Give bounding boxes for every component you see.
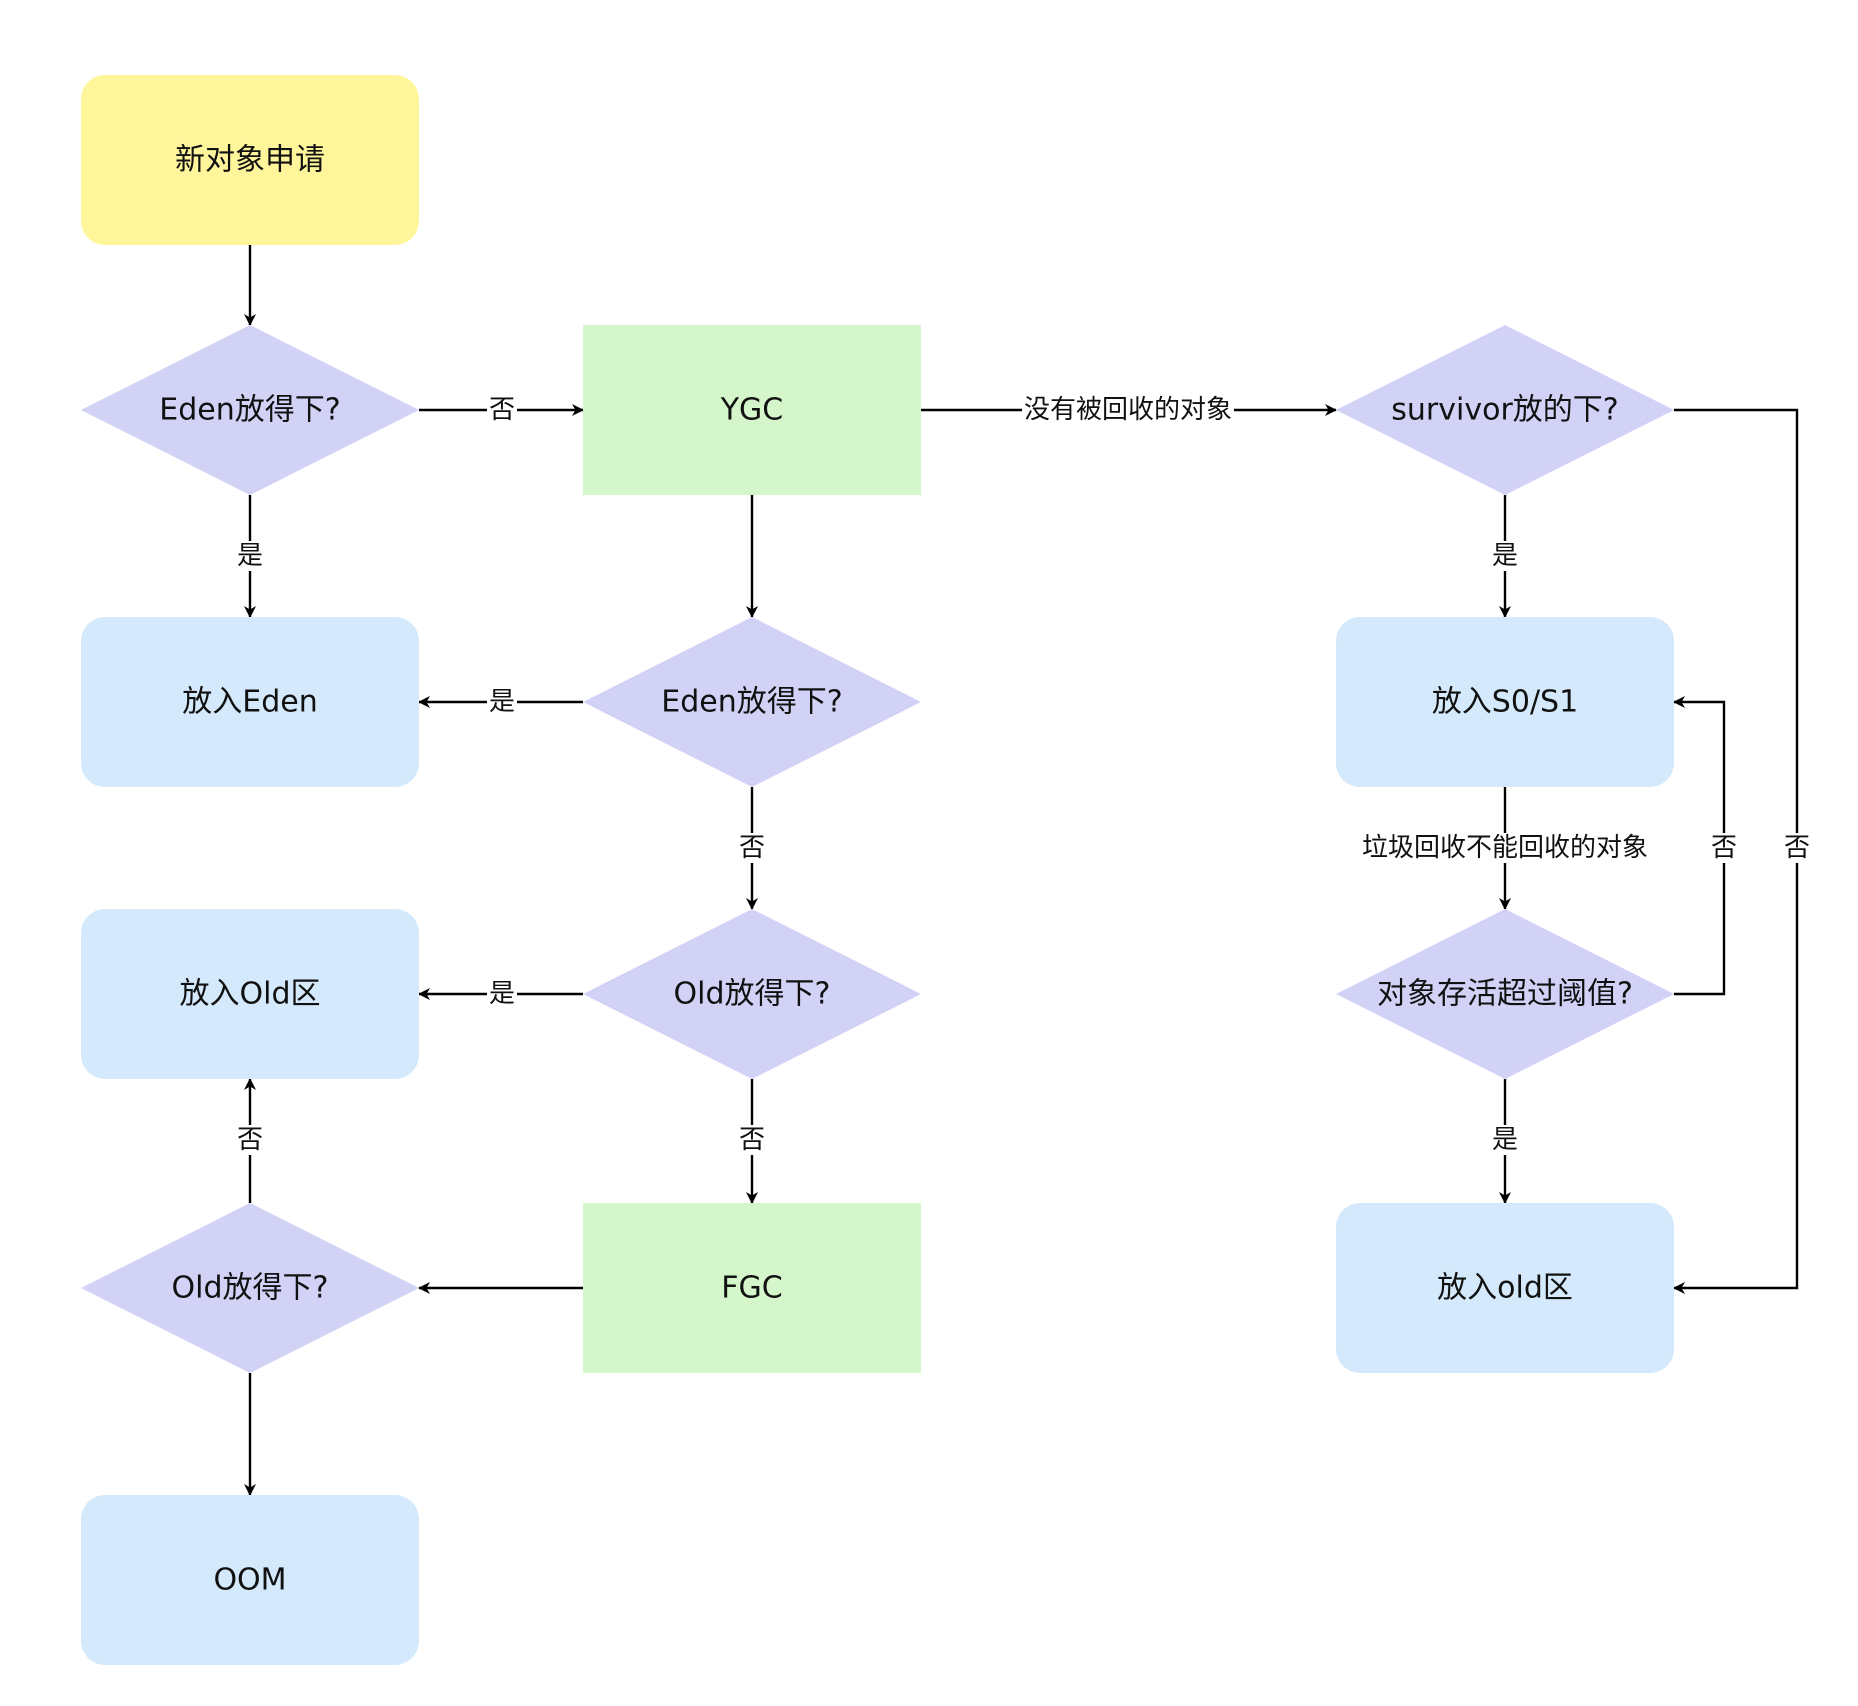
node-d-old2: Old放得下? [81, 1203, 419, 1373]
node-label: 放入old区 [1437, 1271, 1573, 1306]
diamond-shape [583, 909, 921, 1079]
edge-label: 垃圾回收不能回收的对象 [1359, 833, 1651, 863]
edge-label-text: 没有被回收的对象 [1024, 395, 1232, 425]
edge-label: 是 [1489, 541, 1521, 571]
edge-label: 是 [486, 687, 518, 717]
diamond-shape [1336, 909, 1674, 1079]
node-label: Old放得下? [172, 1271, 329, 1306]
edge-label-background [486, 395, 518, 425]
edge-label-text: 否 [1711, 833, 1737, 863]
rounded-rect-shape [1336, 617, 1674, 787]
edge-label-background [234, 1125, 266, 1155]
edge-label: 是 [486, 979, 518, 1009]
edge-label-background [486, 979, 518, 1009]
edge-label-text: 垃圾回收不能回收的对象 [1362, 833, 1648, 863]
edge-label-background [736, 833, 768, 863]
edge-label: 是 [1489, 1125, 1521, 1155]
node-oom: OOM [81, 1495, 419, 1665]
edge-label: 是 [234, 541, 266, 571]
node-label: YGC [720, 393, 784, 428]
rounded-rect-shape [81, 617, 419, 787]
rounded-rect-shape [81, 1495, 419, 1665]
edge-label-text: 是 [1492, 541, 1518, 571]
edge-label-background [1781, 833, 1813, 863]
edge-label-background [1489, 1125, 1521, 1155]
node-label: survivor放的下? [1391, 393, 1618, 428]
node-label: 放入S0/S1 [1432, 685, 1578, 720]
edge-label-background [486, 687, 518, 717]
node-label: Eden放得下? [661, 685, 842, 720]
rect-shape [583, 325, 921, 495]
node-ygc: YGC [583, 325, 921, 495]
rounded-rect-shape [81, 75, 419, 245]
node-label: 放入Eden [182, 685, 317, 720]
edge-label-background [1708, 833, 1740, 863]
node-label: Old放得下? [674, 977, 831, 1012]
edge-label: 否 [736, 833, 768, 863]
edge-label-text: 是 [489, 687, 515, 717]
node-label: 放入Old区 [180, 977, 321, 1012]
node-put-s0s1: 放入S0/S1 [1336, 617, 1674, 787]
edge-label-background [1489, 541, 1521, 571]
node-d-survivor: survivor放的下? [1336, 325, 1674, 495]
node-put-eden: 放入Eden [81, 617, 419, 787]
rect-shape [583, 1203, 921, 1373]
node-label: 对象存活超过阈值? [1377, 977, 1633, 1012]
edge-label-text: 是 [489, 979, 515, 1009]
edge-label: 没有被回收的对象 [1021, 395, 1235, 425]
edge-label-background [234, 541, 266, 571]
node-label: FGC [721, 1271, 782, 1306]
edge-label-background [1021, 395, 1235, 425]
rounded-rect-shape [81, 909, 419, 1079]
node-label: OOM [213, 1563, 286, 1598]
node-label: Eden放得下? [159, 393, 340, 428]
diamond-shape [1336, 325, 1674, 495]
edge-label-background [1359, 833, 1651, 863]
edge-label: 否 [1781, 833, 1813, 863]
node-d-old1: Old放得下? [583, 909, 921, 1079]
edge-label-text: 否 [739, 1125, 765, 1155]
diamond-shape [583, 617, 921, 787]
node-d-eden2: Eden放得下? [583, 617, 921, 787]
diamond-shape [81, 325, 419, 495]
edge-label-text: 否 [489, 395, 515, 425]
node-label: 新对象申请 [175, 143, 325, 178]
node-fgc: FGC [583, 1203, 921, 1373]
node-put-old2: 放入old区 [1336, 1203, 1674, 1373]
edge-label-text: 是 [237, 541, 263, 571]
rounded-rect-shape [1336, 1203, 1674, 1373]
edge-label-text: 否 [237, 1125, 263, 1155]
edge-label: 否 [1708, 833, 1740, 863]
edge-label-text: 否 [739, 833, 765, 863]
node-d-age: 对象存活超过阈值? [1336, 909, 1674, 1079]
edge-label-background [736, 1125, 768, 1155]
edge-label: 否 [486, 395, 518, 425]
node-start: 新对象申请 [81, 75, 419, 245]
edge-label-text: 否 [1784, 833, 1810, 863]
nodes-layer: 新对象申请 Eden放得下? YGC survivor放的下? 放入Eden Eden放得… [81, 75, 1674, 1665]
edge-label: 否 [234, 1125, 266, 1155]
node-put-old1: 放入Old区 [81, 909, 419, 1079]
edge-label-text: 是 [1492, 1125, 1518, 1155]
edge-labels-layer: 否没有被回收的对象是是是否否是否垃圾回收不能回收的对象否是否 [234, 395, 1813, 1155]
diamond-shape [81, 1203, 419, 1373]
edge-label: 否 [736, 1125, 768, 1155]
node-d-eden1: Eden放得下? [81, 325, 419, 495]
